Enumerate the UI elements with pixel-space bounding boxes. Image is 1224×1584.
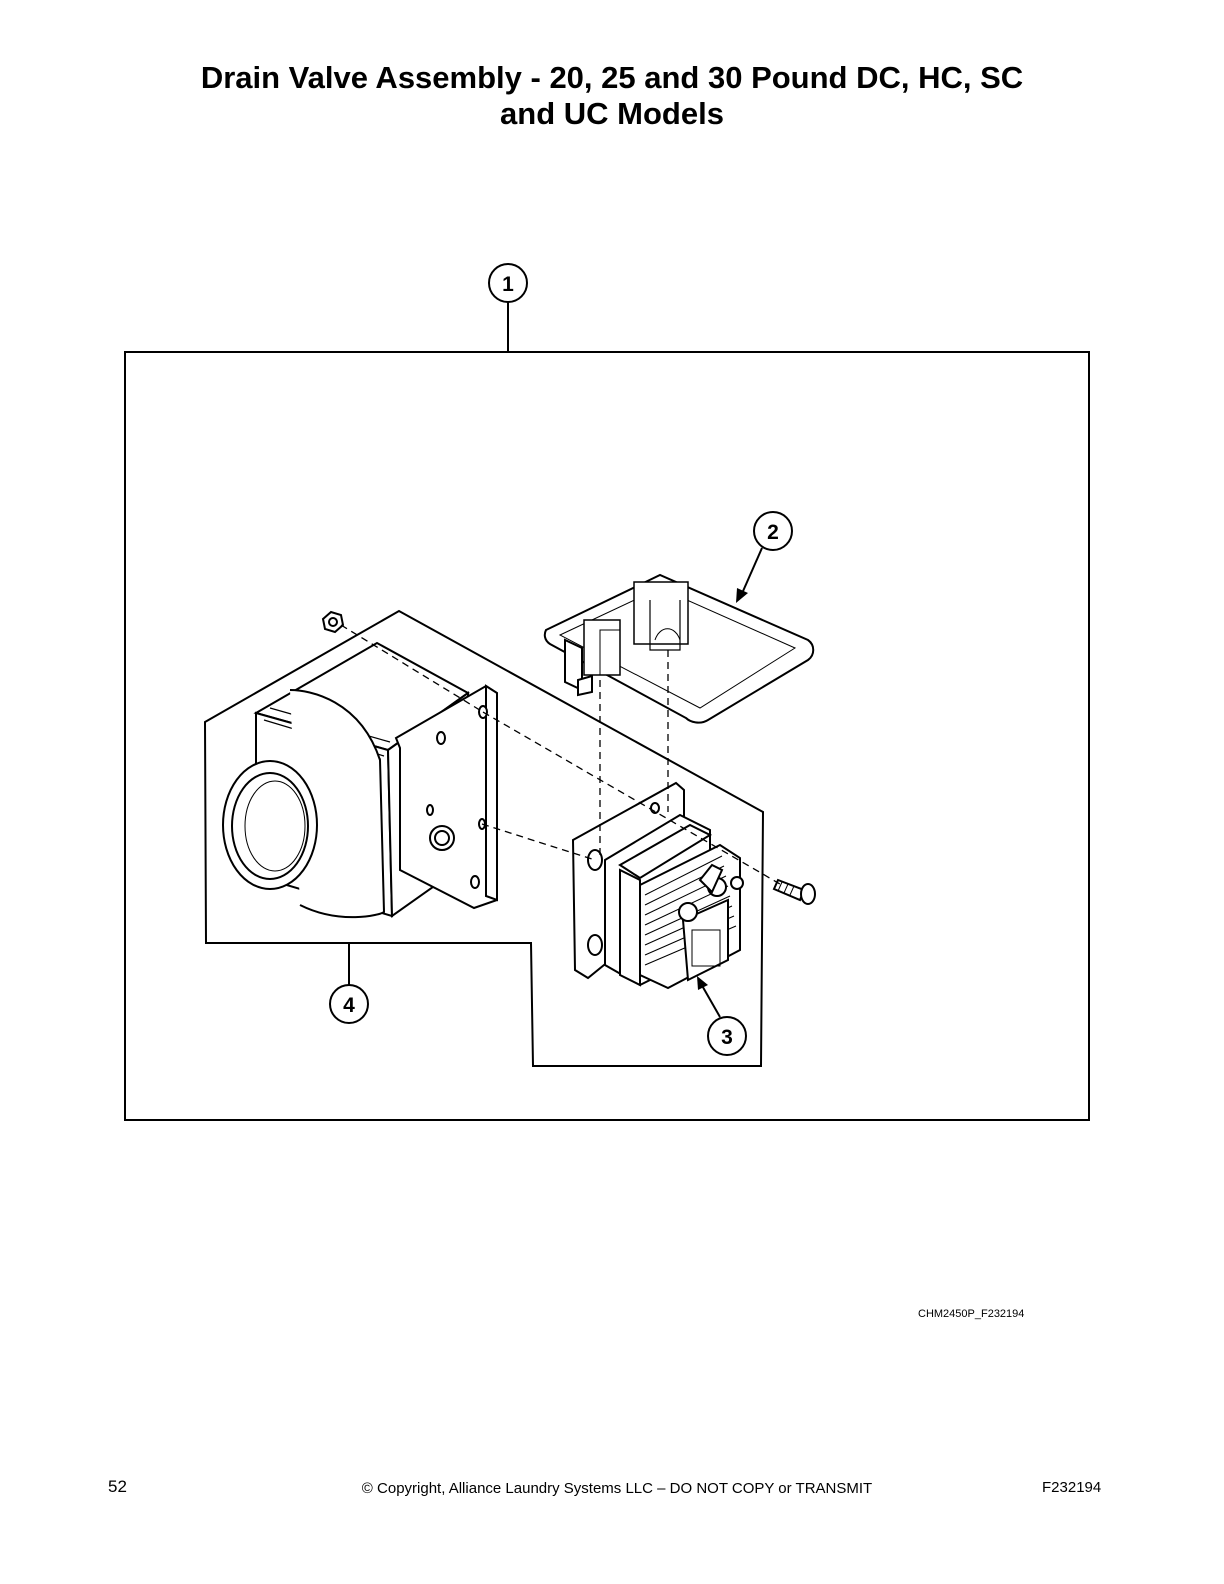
alignment-lines <box>340 624 781 885</box>
callout-1-label: 1 <box>502 273 514 296</box>
page-title-line2: and UC Models <box>500 96 724 131</box>
callout-2: 2 <box>736 511 793 603</box>
motor-drawing <box>571 781 744 990</box>
callout-3: 3 <box>697 976 747 1056</box>
footer-document-id: F232194 <box>1042 1479 1102 1496</box>
callout-1: 1 <box>488 263 528 352</box>
figure-code: CHM2450P_F232194 <box>918 1308 1025 1320</box>
footer-copyright: © Copyright, Alliance Laundry Systems LL… <box>361 1480 873 1497</box>
callout-4: 4 <box>329 943 369 1024</box>
footer-page-number: 52 <box>108 1477 127 1496</box>
sub-assembly-outline <box>203 609 765 1067</box>
cover-drawing <box>543 573 815 724</box>
callout-3-label: 3 <box>721 1026 733 1049</box>
nut-drawing <box>321 610 345 634</box>
assembly-frame <box>124 351 1090 1121</box>
page-title: Drain Valve Assembly - 20, 25 and 30 Pou… <box>0 60 1224 132</box>
screw-drawing <box>772 878 816 905</box>
callout-2-label: 2 <box>767 521 779 544</box>
callout-4-label: 4 <box>343 994 355 1017</box>
valve-body-drawing <box>222 641 498 919</box>
page-title-line1: Drain Valve Assembly - 20, 25 and 30 Pou… <box>200 60 1024 95</box>
